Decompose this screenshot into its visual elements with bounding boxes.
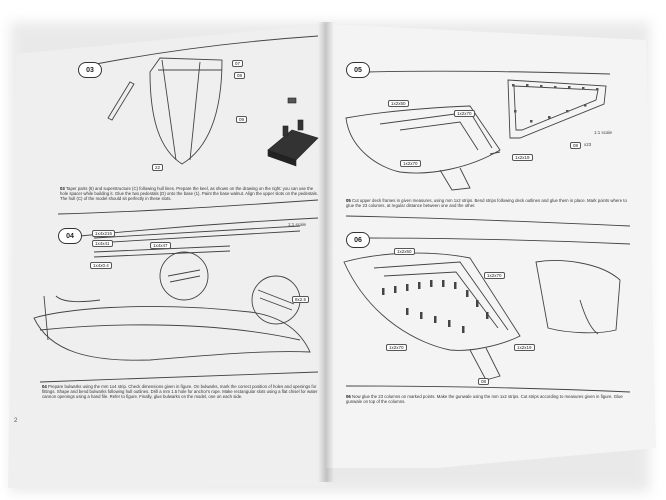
part-label: 07 bbox=[232, 60, 244, 67]
part-label: 1x2x70 bbox=[386, 344, 407, 351]
columns bbox=[382, 280, 489, 333]
part-label: 1x2x70 bbox=[400, 160, 421, 167]
tool-rod bbox=[107, 81, 135, 121]
step-caption-06: 06 Now glue the 23 columns on marked poi… bbox=[346, 394, 623, 405]
part-label: 09 bbox=[236, 116, 248, 123]
part-label: 1x2x19 bbox=[512, 154, 533, 161]
scale-label-04: 1:1 scale bbox=[288, 222, 307, 227]
part-label: 1x2x19 bbox=[514, 344, 535, 351]
hull-perspective-05 bbox=[345, 105, 501, 174]
detail-circle-left bbox=[159, 251, 209, 301]
stern-detail bbox=[535, 260, 621, 334]
part-label: 22 bbox=[152, 164, 164, 171]
part-label: 1x4x215 bbox=[92, 230, 116, 237]
part-label: 1x2x70 bbox=[454, 110, 475, 117]
caption-rule-04 bbox=[39, 371, 319, 383]
part-label: 1x4x41 bbox=[92, 240, 113, 247]
deck-frame-top bbox=[507, 79, 607, 139]
hull-side-view bbox=[33, 305, 311, 361]
scale-label-05: 1:1 scale bbox=[594, 130, 613, 135]
part-label: 08 bbox=[478, 378, 490, 385]
part-label: 1x2x70 bbox=[484, 272, 505, 279]
right-page bbox=[326, 24, 656, 468]
header-rule-05 bbox=[367, 70, 611, 75]
caption-rule-03 bbox=[57, 199, 319, 215]
step-badge-06: 06 bbox=[346, 232, 370, 248]
part-label: 08 bbox=[570, 142, 582, 149]
display-base bbox=[267, 97, 319, 167]
part-label: 1x2x50 bbox=[388, 100, 409, 107]
step-badge-05: 05 bbox=[346, 62, 370, 78]
step-caption-03: 03 Taper parts (8) and superstructure (C… bbox=[60, 186, 318, 202]
book-spine bbox=[318, 22, 334, 482]
step-caption-05: 05 Cut upper deck frames in given measur… bbox=[346, 198, 627, 209]
caption-rule-05 bbox=[345, 215, 631, 227]
page-number-left: 2 bbox=[14, 418, 18, 424]
hull-perspective-06 bbox=[343, 252, 521, 351]
quantity-label: x23 bbox=[584, 142, 592, 147]
step-badge-03: 03 bbox=[78, 62, 102, 78]
part-label: 8x2.5 bbox=[292, 296, 310, 303]
part-label: 1x4x47 bbox=[150, 242, 171, 249]
part-label: 08 bbox=[234, 72, 246, 79]
part-label: 1x4x0.4 bbox=[90, 262, 112, 269]
frame-marks bbox=[512, 84, 599, 123]
step-caption-04: 04 Prepare bulwarks using the mm 1x4 str… bbox=[42, 384, 318, 400]
part-label: 1x2x50 bbox=[394, 248, 415, 255]
header-rule-03 bbox=[95, 35, 319, 65]
left-page bbox=[8, 24, 326, 488]
step-badge-04: 04 bbox=[58, 228, 82, 244]
header-rule-06 bbox=[365, 237, 631, 245]
hull-top-view bbox=[149, 57, 223, 165]
